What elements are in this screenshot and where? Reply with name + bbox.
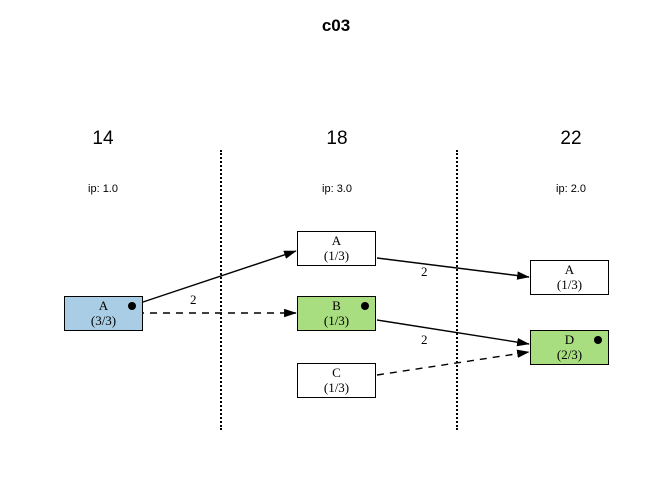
column-ip-18: ip: 3.0 bbox=[322, 183, 352, 195]
edge-a14-to-a18 bbox=[136, 250, 297, 305]
column-header-18: 18 bbox=[326, 128, 348, 149]
node-a-col14[interactable]: A (3/3) bbox=[64, 296, 143, 331]
node-a-col22[interactable]: A (1/3) bbox=[530, 260, 609, 295]
column-separator-2 bbox=[456, 150, 458, 430]
column-header-14: 14 bbox=[92, 128, 114, 149]
node-c-col18[interactable]: C (1/3) bbox=[297, 363, 376, 398]
edge-label-a14-to-a18: 2 bbox=[190, 292, 197, 307]
column-header-22: 22 bbox=[560, 128, 582, 149]
node-b-col18-label: B bbox=[332, 297, 341, 313]
node-c-col18-fraction: (1/3) bbox=[323, 379, 350, 395]
node-a-col18-label: A bbox=[331, 232, 342, 248]
edge-label-b18-to-d22: 2 bbox=[421, 332, 428, 347]
node-b-col18[interactable]: B (1/3) bbox=[297, 296, 376, 331]
node-d-col22-dot-icon bbox=[594, 336, 602, 344]
node-a-col22-label: A bbox=[564, 261, 575, 277]
node-a-col14-dot-icon bbox=[128, 302, 136, 310]
node-a-col18[interactable]: A (1/3) bbox=[297, 231, 376, 266]
node-d-col22-label: D bbox=[564, 331, 575, 347]
page-title: c03 bbox=[321, 16, 351, 35]
edge-a18-to-a22 bbox=[376, 257, 530, 280]
edge-c18-to-d22 bbox=[376, 349, 530, 376]
node-c-col18-label: C bbox=[332, 364, 341, 380]
node-b-col18-dot-icon bbox=[361, 302, 369, 310]
column-ip-22: ip: 2.0 bbox=[556, 183, 586, 195]
column-ip-14: ip: 1.0 bbox=[88, 183, 118, 195]
column-separator-1 bbox=[220, 150, 222, 430]
edge-label-a18-to-a22: 2 bbox=[421, 264, 428, 279]
node-b-col18-fraction: (1/3) bbox=[323, 312, 350, 328]
node-a-col18-fraction: (1/3) bbox=[323, 247, 350, 263]
node-a-col14-label: A bbox=[98, 297, 109, 313]
node-a-col14-fraction: (3/3) bbox=[90, 312, 117, 328]
node-a-col22-fraction: (1/3) bbox=[556, 276, 583, 292]
edge-b18-to-d22 bbox=[376, 319, 530, 347]
node-d-col22-fraction: (2/3) bbox=[556, 346, 583, 362]
node-d-col22[interactable]: D (2/3) bbox=[530, 330, 609, 365]
